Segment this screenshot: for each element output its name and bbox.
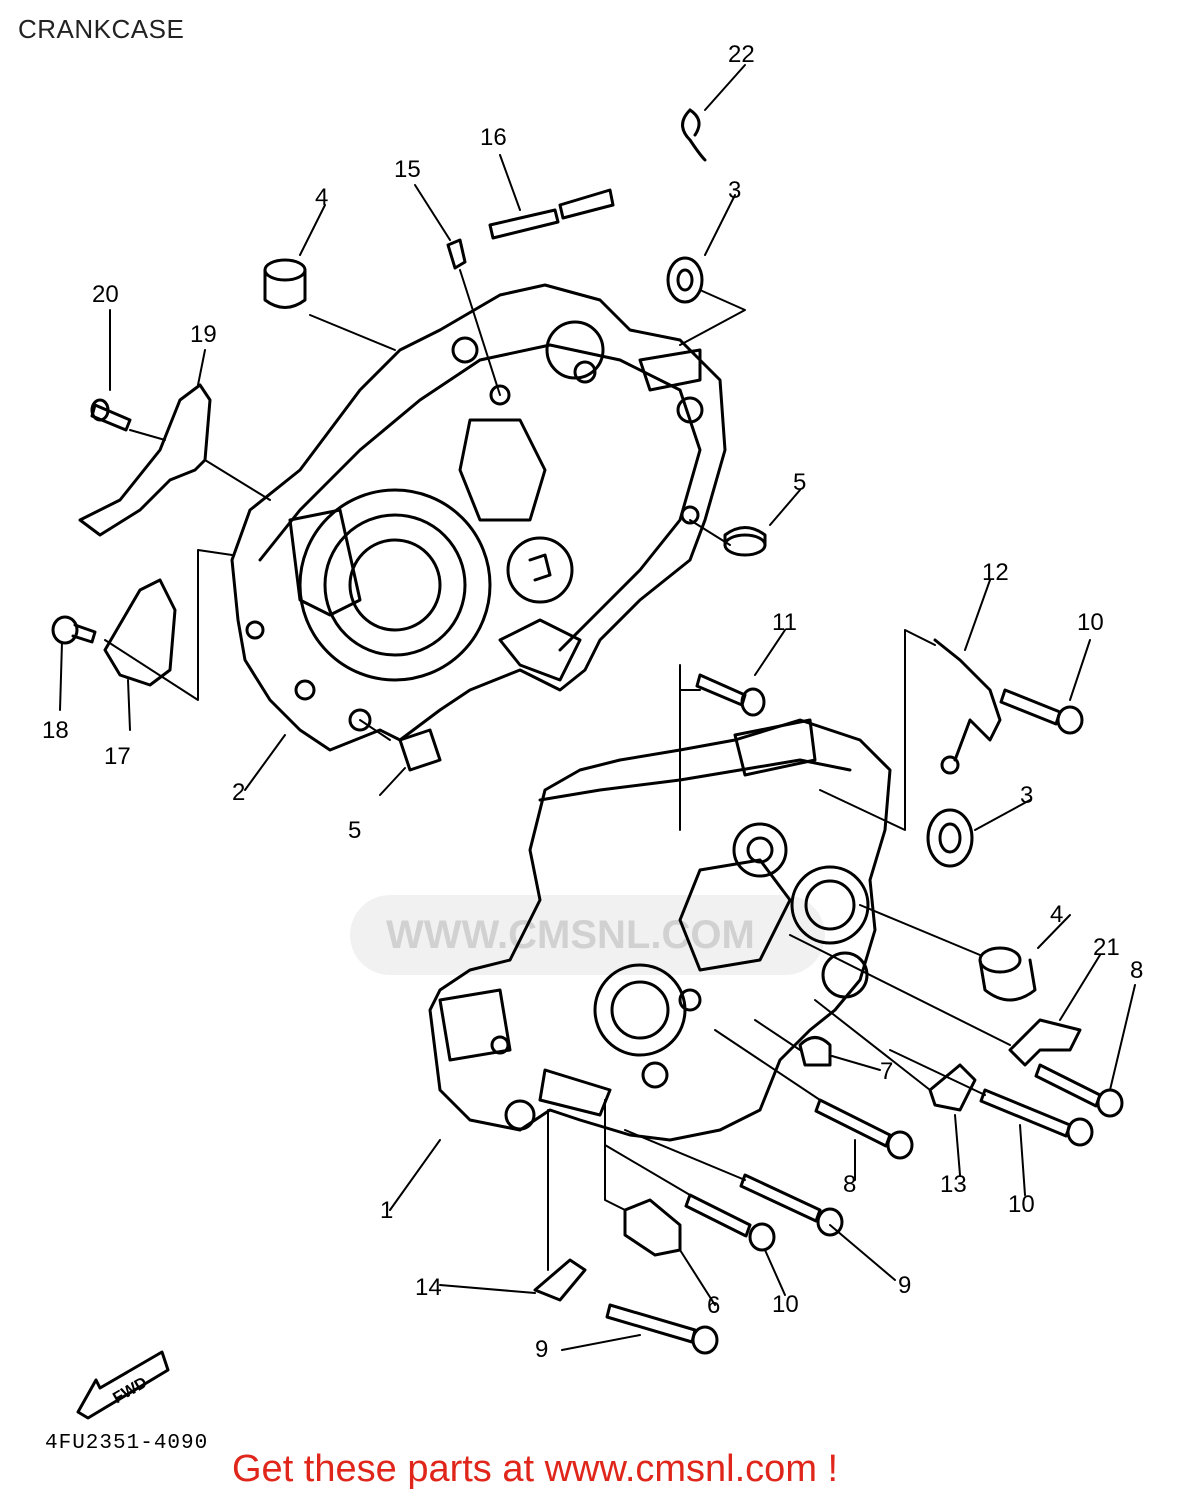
callout-18: 18 xyxy=(42,717,69,744)
callout-17: 17 xyxy=(104,743,131,770)
callout-5: 5 xyxy=(348,817,361,844)
callout-10: 10 xyxy=(1077,609,1104,636)
callout-9: 9 xyxy=(535,1336,548,1363)
callout-8: 8 xyxy=(1130,957,1143,984)
callout-1: 1 xyxy=(380,1197,393,1224)
callout-3: 3 xyxy=(1020,782,1033,809)
callout-4: 4 xyxy=(1050,901,1063,928)
callout-21: 21 xyxy=(1093,934,1120,961)
callout-20: 20 xyxy=(92,281,119,308)
callout-10: 10 xyxy=(772,1291,799,1318)
callout-3: 3 xyxy=(728,177,741,204)
callout-labels: 1 2 3 3 4 4 5 5 6 7 8 8 9 9 10 10 10 11 … xyxy=(42,41,1143,1407)
callout-10: 10 xyxy=(1008,1191,1035,1218)
callout-4: 4 xyxy=(315,184,328,211)
small-parts xyxy=(51,108,1124,1420)
callout-12: 12 xyxy=(982,559,1009,586)
callout-14: 14 xyxy=(415,1274,442,1301)
callout-22: 22 xyxy=(728,41,755,68)
callout-5: 5 xyxy=(793,469,806,496)
shop-banner-link[interactable]: Get these parts at www.cmsnl.com ! xyxy=(232,1448,839,1490)
callout-16: 16 xyxy=(480,124,507,151)
callout-8: 8 xyxy=(843,1171,856,1198)
callout-7: 7 xyxy=(880,1058,893,1085)
callout-9: 9 xyxy=(898,1272,911,1299)
page-title: CRANKCASE xyxy=(18,14,185,44)
callout-15: 15 xyxy=(394,156,421,183)
callout-6: 6 xyxy=(707,1292,720,1319)
callout-13: 13 xyxy=(940,1171,967,1198)
leader-lines xyxy=(59,64,1136,1351)
callout-2: 2 xyxy=(232,779,245,806)
diagram-code: 4FU2351-4090 xyxy=(45,1432,209,1455)
crankcase-left xyxy=(230,283,727,752)
callout-11: 11 xyxy=(772,609,797,636)
crankcase-right xyxy=(428,718,892,1142)
callout-19: 19 xyxy=(190,321,217,348)
